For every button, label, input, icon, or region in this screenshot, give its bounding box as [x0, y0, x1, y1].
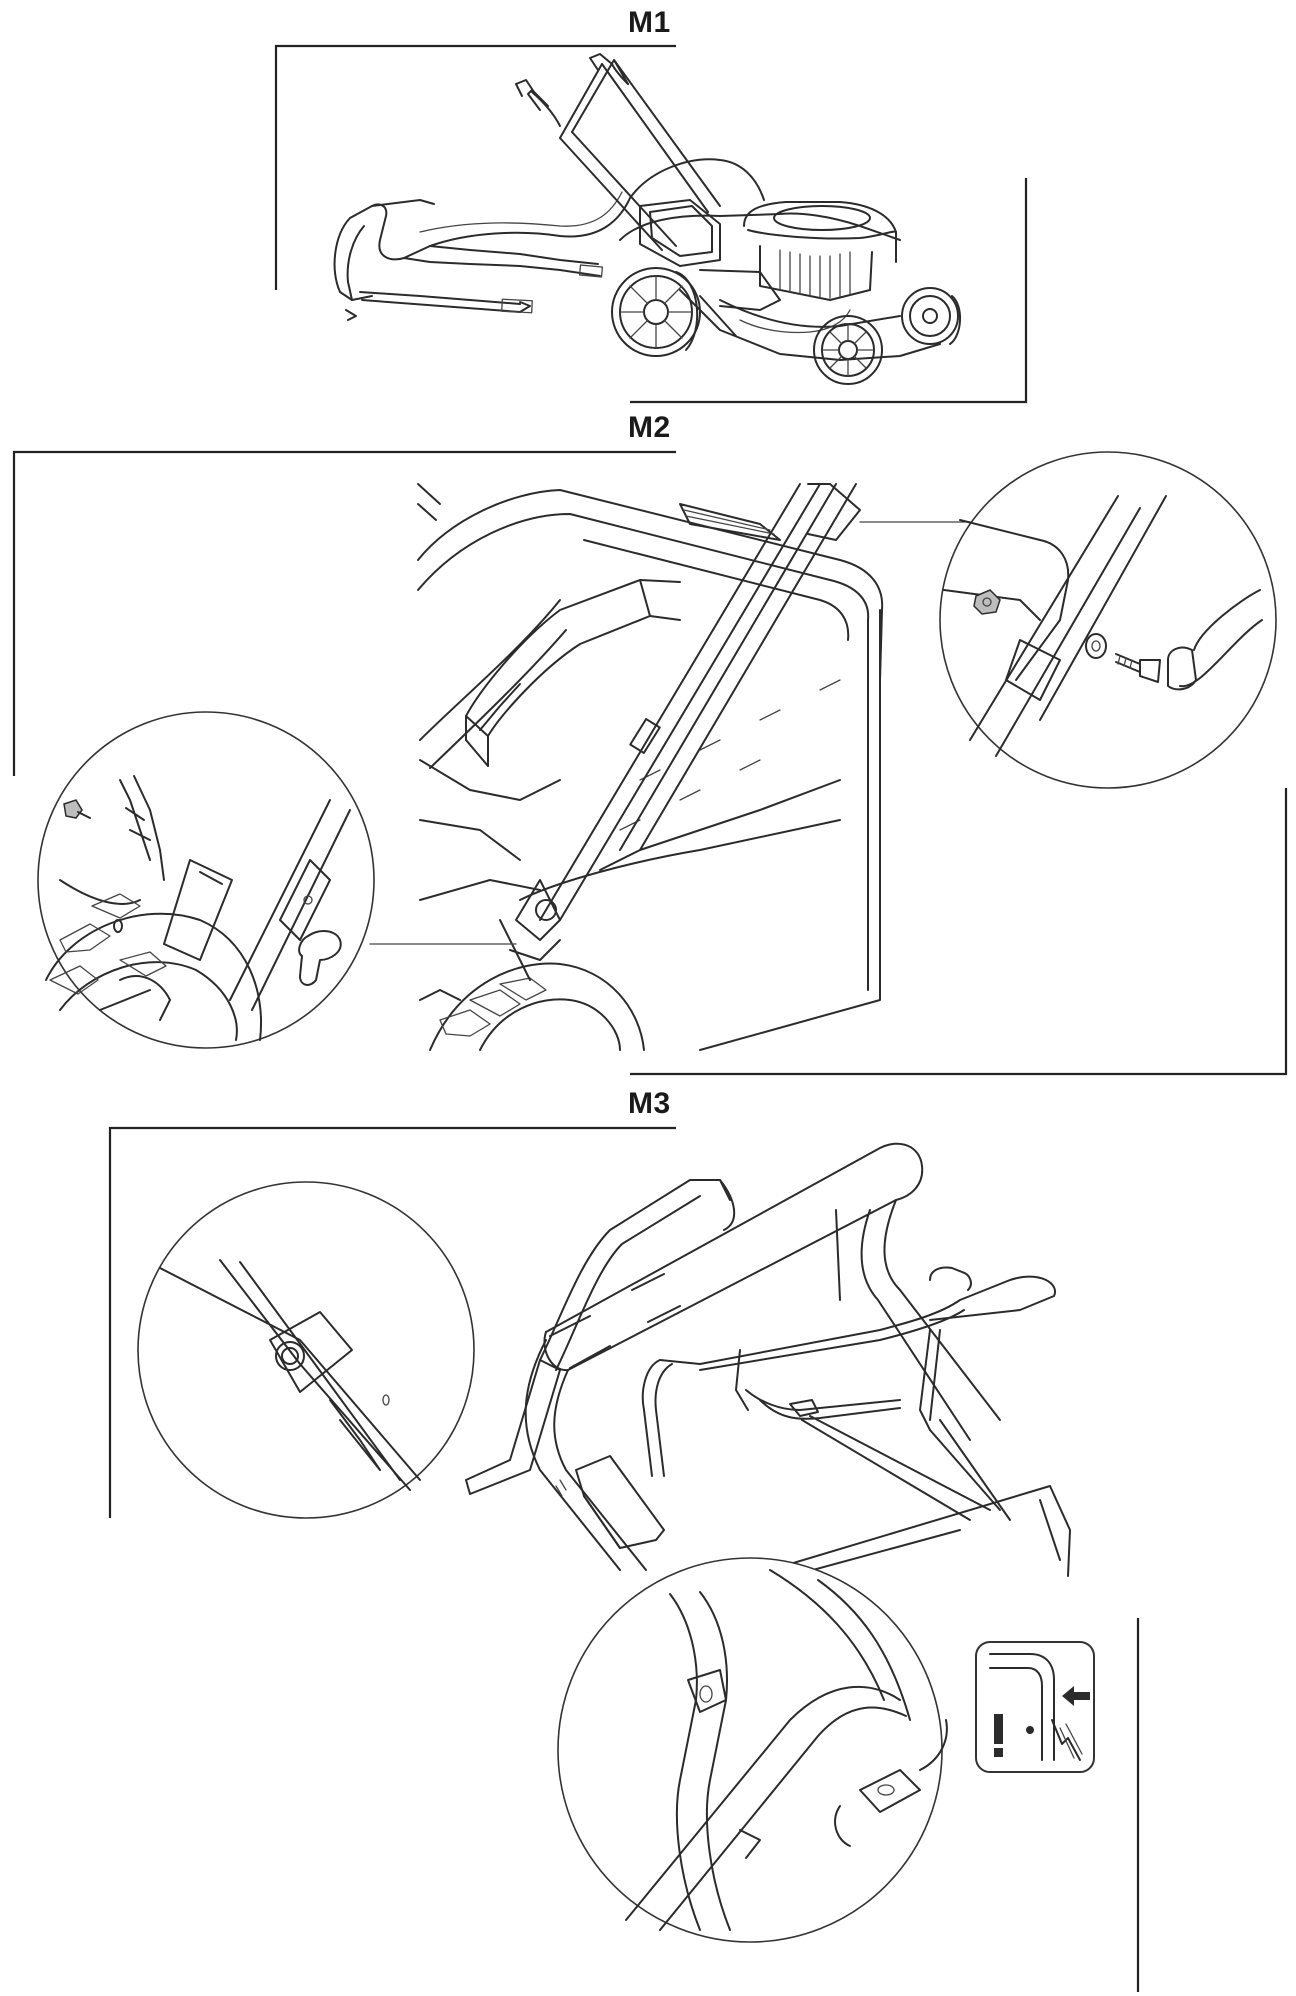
m2-frame-top-left	[12, 450, 676, 776]
m3-frame-top-left	[108, 1126, 676, 1518]
step-m1-panel	[274, 44, 1028, 404]
step-label-m3: M3	[628, 1087, 671, 1120]
m2-detail-circle-bolt	[939, 451, 1277, 789]
caution-pinch-point-icon	[975, 1641, 1095, 1773]
m1-frame-bottom-right	[630, 178, 1028, 404]
screw-icon	[63, 799, 83, 819]
knob-icon	[298, 930, 342, 986]
m3-detail-circle-handle-lock	[137, 1181, 475, 1519]
step-m2-panel	[12, 450, 1288, 1076]
m2-detail-circle-knob	[37, 711, 375, 1049]
grass-bag-handle-closeup	[417, 483, 884, 1051]
cable-clip-icon	[859, 1769, 921, 1813]
washer-icon	[1085, 633, 1107, 659]
lightning-icon	[1051, 1719, 1081, 1761]
m1-frame-top-left	[274, 44, 676, 290]
step-m3-panel	[108, 1126, 1140, 1992]
m3-detail-circle-cable-clip	[557, 1557, 948, 1943]
step-label-m2: M2	[628, 411, 671, 444]
m2-frame-bottom-right	[630, 788, 1288, 1076]
exclamation-icon	[994, 1714, 1003, 1744]
nut-icon	[973, 589, 1001, 615]
arrow-left-icon	[1062, 1686, 1090, 1706]
step-label-m1: M1	[628, 6, 671, 39]
bolt-head-icon	[275, 1341, 305, 1371]
dot-icon	[1026, 1726, 1034, 1734]
lawnmower-unfolded-illustration	[333, 53, 961, 385]
handle-assembly-illustration	[465, 1142, 1071, 1581]
